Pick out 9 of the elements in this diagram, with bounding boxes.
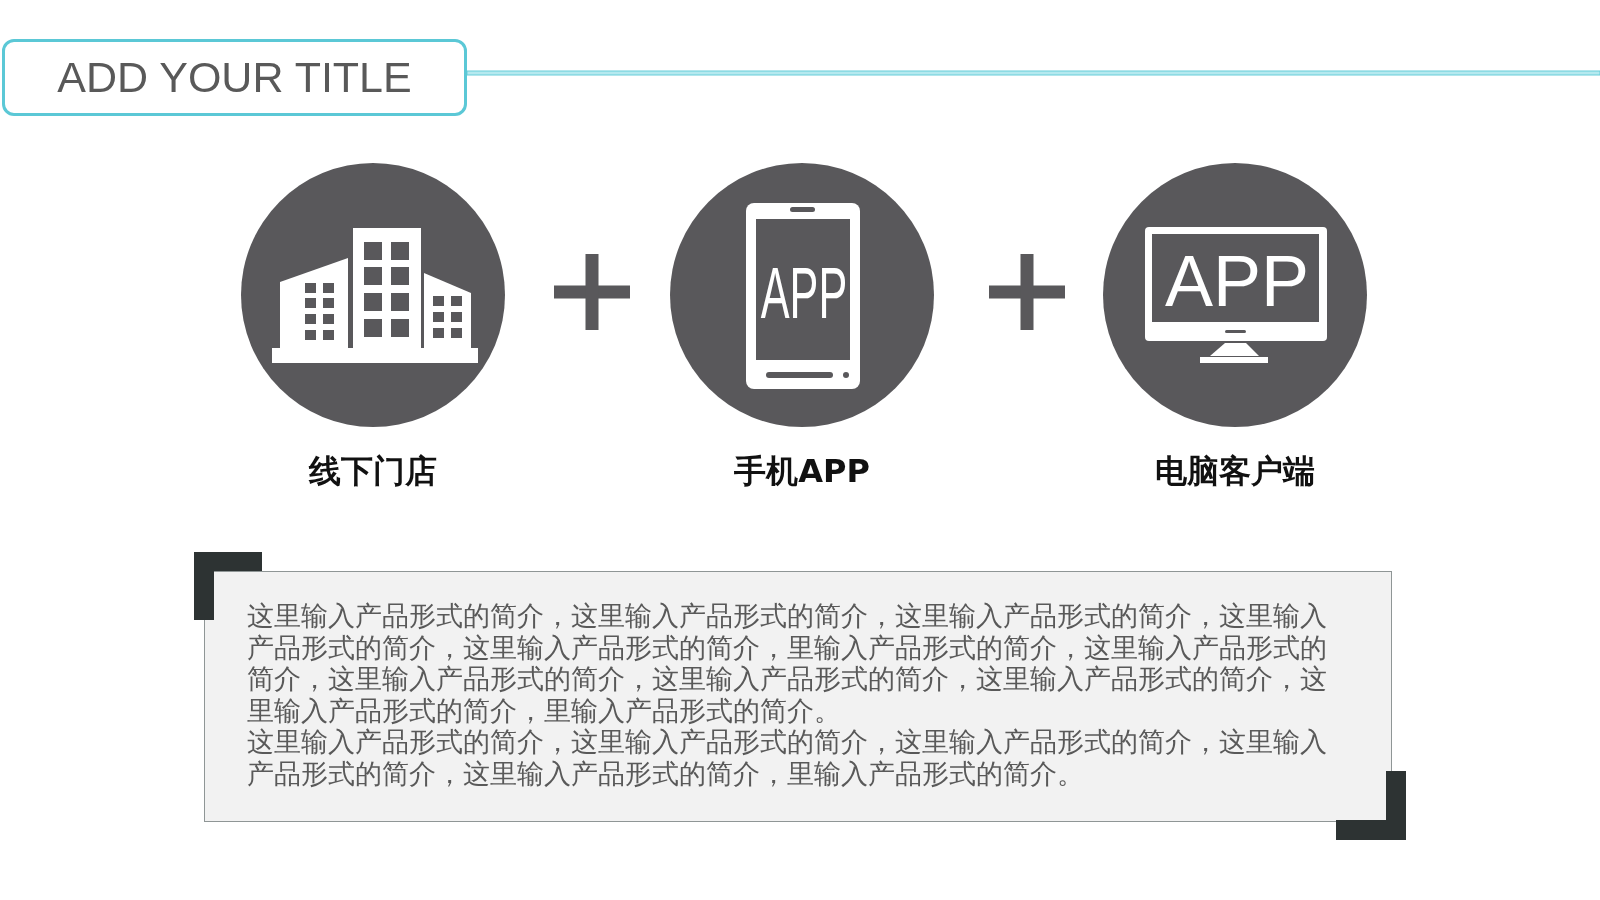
- screen-label: APP: [1164, 245, 1310, 317]
- text-panel: [204, 571, 1392, 822]
- node-caption: 电脑客户端: [1155, 451, 1315, 491]
- node-caption: 手机APP: [734, 451, 870, 491]
- paragraph: 这里输入产品形式的简介，这里输入产品形式的简介，这里输入产品形式的简介，这里输入产品形式的简介，这里输入产品形式的简介，里输入产品形式的简介。: [247, 726, 1328, 789]
- slide-title: ADD YOUR TITLE: [2, 39, 467, 116]
- node-caption: 线下门店: [309, 451, 437, 491]
- screen-label: APP: [760, 257, 848, 329]
- paragraph: 这里输入产品形式的简介，这里输入产品形式的简介，这里输入产品形式的简介，这里输入产品形式的简介，这里输入产品形式的简介，里输入产品形式的简介，这里输入产品形式的简介，这里输入产品形式的简介，这里输入产品形式的简介，这里输入产品形式的简介，这里输入产品形式的简介，里输入产品形式的简介。: [247, 600, 1328, 726]
